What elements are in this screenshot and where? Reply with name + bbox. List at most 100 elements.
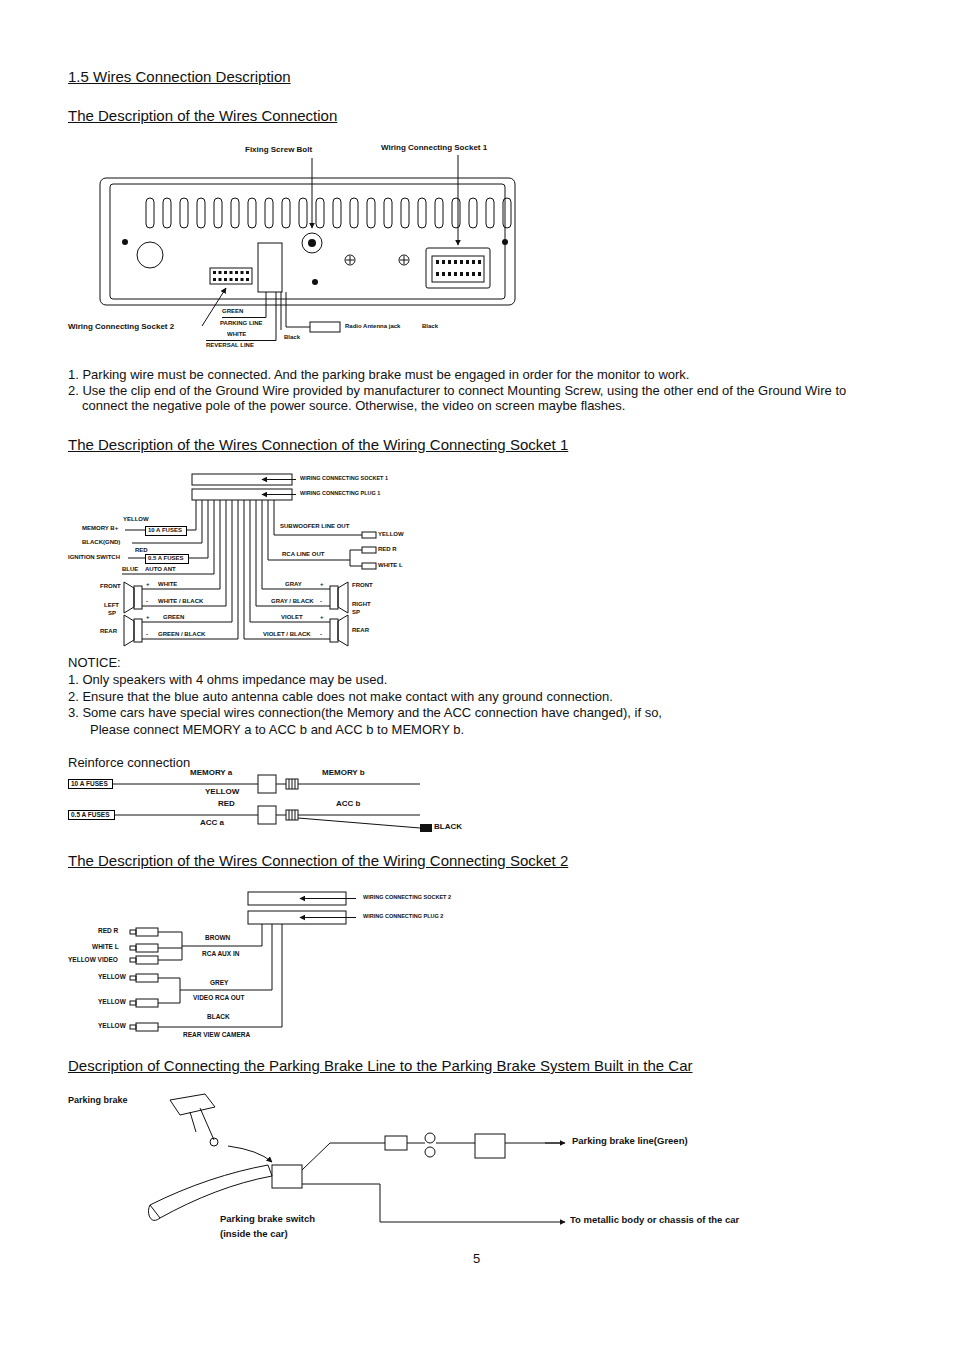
fuse-box: 10 A FUSES (68, 779, 113, 789)
head-unit-back-stroke (460, 272, 463, 276)
wire-label: BLUE (122, 566, 138, 573)
socket-1-wiring-stroke (122, 500, 214, 574)
head-unit-back-stroke (502, 239, 508, 245)
reinforce-wiring-stroke (420, 824, 432, 832)
wire-label: IGNITION SWITCH (68, 554, 120, 561)
head-unit-back-stroke (230, 278, 233, 281)
head-unit-back-stroke (163, 198, 171, 228)
fuse-box: 0.5 A FUSES (145, 554, 189, 564)
head-unit-back-stroke (418, 198, 426, 228)
wire-label: BLACK(GND) (82, 539, 120, 546)
socket-1-wiring-stroke (262, 494, 296, 495)
callout-label: Parking brake switch (220, 1214, 315, 1225)
wire-label: VIOLET / BLACK (263, 631, 311, 638)
head-unit-back-stroke (224, 278, 227, 281)
head-unit-back-stroke (235, 278, 238, 281)
socket-1-wiring-stroke (256, 500, 330, 606)
socket-1-wiring-stroke (338, 582, 348, 613)
page-number: 5 (473, 1252, 480, 1267)
wire-label: VIOLET (281, 614, 303, 621)
wire-label: GRAY (285, 581, 302, 588)
wire-label: SP (108, 610, 116, 617)
parking-brake-sketch-stroke (170, 1094, 215, 1115)
wire-label: YELLOW VIDEO (68, 956, 118, 963)
head-unit-back-stroke (299, 198, 307, 228)
head-unit-back-stroke (432, 256, 484, 282)
head-unit-back-stroke (426, 248, 490, 288)
parking-brake-sketch-stroke (210, 1138, 218, 1146)
socket-2-wiring-stroke (130, 930, 136, 934)
wire-label: MEMORY b (322, 768, 365, 777)
parking-brake-sketch-stroke (425, 1133, 435, 1143)
wire-label: RED R (98, 927, 118, 934)
wire-label: BLACK (207, 1013, 230, 1020)
head-unit-back-stroke (230, 271, 233, 274)
socket-1-wiring-stroke (134, 619, 142, 642)
head-unit-back-stroke (219, 271, 222, 274)
polarity-mark: - (320, 598, 322, 605)
socket-1-wiring-stroke (142, 500, 226, 606)
head-unit-back-stroke (466, 260, 469, 264)
callout-label: To metallic body or chassis of the car (570, 1215, 739, 1226)
socket-1-wiring-stroke (330, 619, 338, 642)
callout-label: Wiring Connecting Socket 2 (68, 322, 174, 331)
wire-label: REAR (100, 628, 117, 635)
head-unit-back-stroke (197, 198, 205, 228)
socket-2-wiring-stroke (158, 924, 262, 960)
head-unit-back-stroke (460, 260, 463, 264)
head-unit-back-stroke (346, 256, 354, 264)
note-text: 1. Only speakers with 4 ohms impedance m… (68, 673, 387, 688)
socket-1-wiring-stroke (142, 500, 220, 589)
wire-label: Black (284, 334, 300, 341)
head-unit-back-stroke (210, 268, 252, 284)
wire-label: VIDEO RCA OUT (193, 994, 244, 1001)
callout-label: Fixing Screw Bolt (245, 145, 312, 154)
socket-2-wiring-stroke (136, 974, 158, 982)
head-unit-back-stroke (442, 260, 445, 264)
polarity-mark: + (320, 614, 324, 621)
head-unit-back-stroke (286, 292, 310, 327)
callout-label: WIRING CONNECTING SOCKET 1 (300, 475, 388, 481)
wire-label: YELLOW (378, 531, 404, 538)
callout-label: Parking brake (68, 1095, 128, 1105)
note-text: 3. Some cars have special wires connecti… (68, 706, 662, 721)
wire-label: ACC a (200, 818, 224, 827)
head-unit-back-stroke (308, 239, 316, 247)
parking-brake-sketch-stroke (272, 1165, 302, 1188)
fuse-rating: 0.5 A FUSES (69, 811, 114, 819)
socket-1-wiring-stroke (124, 582, 134, 613)
polarity-mark: + (320, 581, 324, 588)
head-unit-back-stroke (316, 198, 324, 228)
note-text: 1. Parking wire must be connected. And t… (68, 368, 689, 383)
socket-2-wiring-stroke (130, 946, 136, 950)
socket-1-wiring-stroke (250, 500, 330, 622)
fuse-box: 10 A FUSES (145, 526, 187, 536)
head-unit-back-stroke (265, 198, 273, 228)
wire-label: MEMORY B+ (82, 525, 118, 532)
head-unit-back-stroke (213, 278, 216, 281)
head-unit-back-stroke (452, 198, 460, 228)
head-unit-back-stroke (350, 198, 358, 228)
head-unit-back-stroke (281, 292, 282, 330)
head-unit-back-stroke (436, 272, 439, 276)
head-unit-back-stroke (399, 255, 409, 265)
section-heading: Description of Connecting the Parking Br… (68, 1057, 693, 1074)
reinforce-wiring-stroke (258, 806, 276, 824)
fuse-box: 0.5 A FUSES (68, 810, 115, 820)
socket-2-wiring (130, 892, 356, 1031)
head-unit-back-stroke (100, 178, 515, 305)
wire-label: FRONT (100, 583, 121, 590)
socket-1-wiring-stroke (262, 479, 296, 480)
socket-2-wiring-stroke (136, 928, 158, 936)
polarity-mark: - (146, 631, 148, 638)
wire-label: RCA AUX IN (202, 950, 239, 957)
wire-label: GREEN / BLACK (158, 631, 205, 638)
reinforce-wiring (68, 775, 432, 832)
parking-brake-sketch-stroke (385, 1136, 407, 1150)
socket-1-wiring (122, 474, 376, 646)
note-text: Reinforce connection (68, 756, 190, 771)
parking-brake-sketch-stroke (475, 1134, 505, 1158)
head-unit-back-stroke (466, 272, 469, 276)
section-heading: The Description of the Wires Connection … (68, 852, 568, 869)
